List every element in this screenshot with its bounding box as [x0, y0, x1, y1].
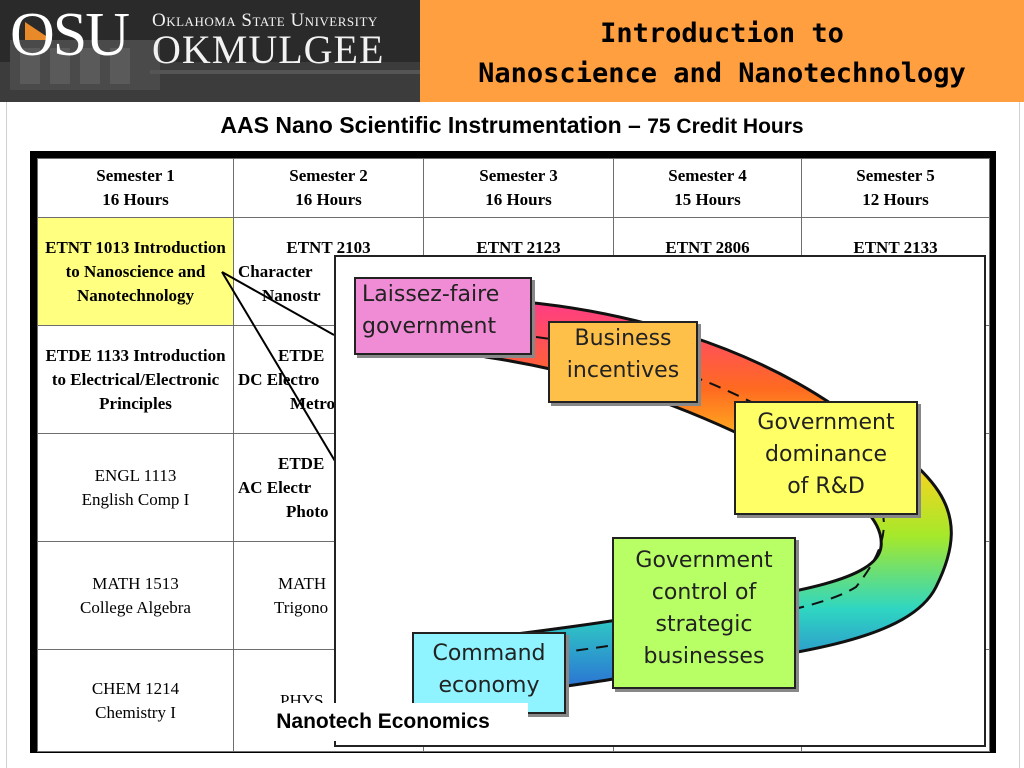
semester-label: Semester 4 — [668, 166, 747, 185]
box-line: control of — [651, 580, 757, 605]
semester-hours: 16 Hours — [295, 190, 362, 209]
course-code: MATH 1513 — [92, 573, 179, 593]
box-line: economy — [438, 673, 540, 698]
box-line: Government — [635, 548, 773, 573]
osu-wordmark: OSU — [10, 1, 130, 69]
title-bar: Introduction to Nanoscience and Nanotech… — [420, 0, 1024, 102]
box-line: Government — [757, 410, 895, 435]
course-code: CHEM 1214 — [91, 678, 180, 698]
header-semester-1: Semester 1 16 Hours — [37, 158, 234, 218]
course-title: English Comp I — [81, 489, 190, 509]
header-semester-3: Semester 3 16 Hours — [423, 158, 614, 218]
nanotech-economics-caption: Nanotech Economics — [238, 703, 528, 741]
course-title: College Algebra — [80, 597, 191, 617]
program-name: AAS Nano Scientific Instrumentation — [220, 112, 622, 138]
semester-label: Semester 5 — [856, 166, 935, 185]
campus-building-image — [0, 0, 420, 102]
business-incentives-box: Business incentives — [548, 321, 698, 403]
box-line: Business — [574, 326, 672, 351]
government-control-box: Government control of strategic business… — [612, 537, 796, 689]
course-code: ETNT 2103 — [286, 237, 371, 257]
slide-title-line-1: Introduction to — [600, 18, 844, 49]
government-dominance-box: Government dominance of R&D — [734, 401, 918, 515]
course-cell: ETDE 1133 Introduction to Electrical/Ele… — [37, 325, 234, 434]
laissez-faire-box: Laissez-faire government — [354, 277, 532, 355]
university-name: Oklahoma State University — [152, 10, 378, 31]
semester-label: Semester 1 — [96, 166, 175, 185]
box-line: strategic — [655, 612, 753, 637]
semester-hours: 16 Hours — [485, 190, 552, 209]
slide-header: OSU Oklahoma State University OKMULGEE I… — [0, 0, 1024, 102]
program-subtitle: AAS Nano Scientific Instrumentation – 75… — [0, 112, 1024, 139]
nanotech-economics-diagram: Laissez-faire government Business incent… — [334, 255, 986, 747]
header-semester-5: Semester 5 12 Hours — [801, 158, 990, 218]
subtitle-dash: – — [621, 112, 648, 138]
box-line: dominance — [765, 442, 887, 467]
course-code: ENGL 1113 — [94, 465, 177, 485]
semester-hours: 12 Hours — [862, 190, 929, 209]
box-line: of R&D — [787, 474, 865, 499]
table-header-row: Semester 1 16 Hours Semester 2 16 Hours Se… — [37, 158, 990, 218]
command-economy-box: Command economy — [412, 632, 566, 714]
box-line: Command — [432, 641, 546, 666]
header-semester-4: Semester 4 15 Hours — [613, 158, 802, 218]
course-cell-highlighted: ETNT 1013 Introduction to Nanoscience an… — [37, 217, 234, 326]
slide-title: Introduction to Nanoscience and Nanotech… — [420, 14, 1024, 94]
course-title: Chemistry I — [95, 702, 176, 722]
slide-title-line-2: Nanoscience and Nanotechnology — [478, 58, 966, 89]
box-line: government — [362, 314, 497, 339]
header-semester-2: Semester 2 16 Hours — [233, 158, 424, 218]
box-line: businesses — [643, 644, 765, 669]
campus-name: OKMULGEE — [152, 27, 385, 72]
semester-label: Semester 2 — [289, 166, 368, 185]
semester-hours: 16 Hours — [102, 190, 169, 209]
semester-label: Semester 3 — [479, 166, 558, 185]
semester-hours: 15 Hours — [674, 190, 741, 209]
box-line: Laissez-faire — [362, 282, 500, 307]
box-line: incentives — [566, 358, 680, 383]
osu-okmulgee-logo: OSU Oklahoma State University OKMULGEE — [0, 0, 420, 102]
credit-hours: 75 Credit Hours — [647, 115, 804, 138]
